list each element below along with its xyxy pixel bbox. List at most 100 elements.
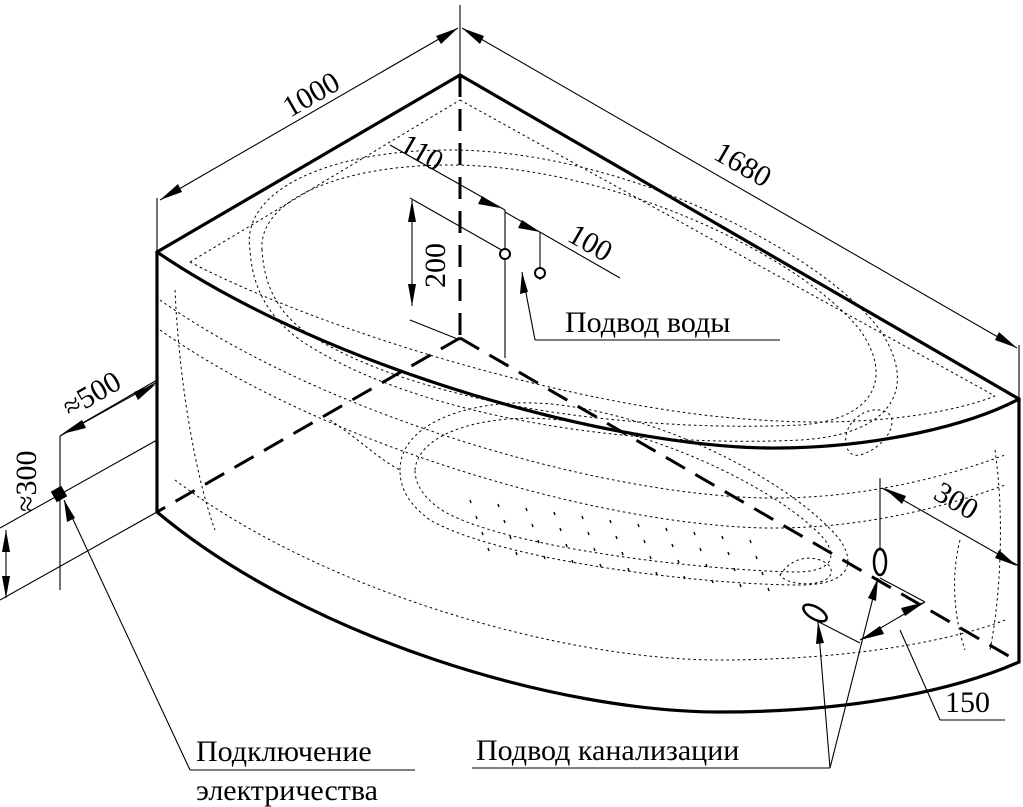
ext-line-150-left [814,619,861,644]
jet-dot [515,551,518,556]
jet-dot [665,527,668,532]
power-socket-icon [50,485,68,503]
water-inlet-1 [499,248,511,260]
floor-transition-left [329,419,401,471]
arrow-500-left [62,420,86,434]
leader-150 [899,629,941,721]
base-front-curve [155,510,1021,714]
jet-dot [571,559,574,564]
arrow-200-top [408,200,416,222]
power-dims: ≈500 ≈300 Подключение электричества [0,365,415,807]
jet-dot [565,543,568,548]
dim-line-1000 [159,27,459,201]
drain-outlet-2 [802,603,828,623]
arrow-200-bottom [408,284,416,306]
handle-outline [845,409,893,456]
label-100: 100 [563,217,618,268]
ext-line-200-bottom [409,319,461,341]
label-drain: Подвод канализации [476,734,739,767]
jet-dot [581,515,584,520]
leader-arrow-drain-2 [868,578,878,601]
dim-line-1680 [461,27,1018,349]
apron-curve-2 [159,329,1006,529]
jet-dot [587,531,590,536]
leader-arrow-water [520,272,528,294]
leader-arrow-drain-1 [816,622,824,644]
jet-dot [655,571,658,576]
jet-dot [609,519,612,524]
apron-curve-1 [159,299,1006,499]
jet-dot [543,555,546,560]
drain-outlet-1 [872,547,888,577]
label-water-supply: Подвод воды [565,306,730,339]
tub-outline [155,73,1021,714]
jet-pattern [469,499,770,592]
arrow-300-drain-right [995,550,1017,566]
back-right-hidden [459,336,1020,664]
jet-dot [637,523,640,528]
hidden-edges [156,75,1020,664]
jet-dot [487,547,490,552]
dim-line-300-drain [881,487,1020,567]
arrow-1000-left [160,184,182,200]
jet-dot [705,563,708,568]
label-power-line1: Подключение [196,735,372,768]
jet-dot [497,503,500,508]
arrow-500-right [134,384,156,400]
rim-inner-dotted [189,261,996,423]
arrow-1680-right [995,332,1017,348]
overflow-outline [779,557,832,585]
label-1000: 1000 [277,65,345,124]
arrow-300-drain-left [884,488,906,504]
basin-oval-inner [261,164,877,427]
rim-left-dotted [189,99,461,263]
jet-dot [481,531,484,536]
jet-dot [503,519,506,524]
jet-dot [553,511,556,516]
basin-oval-outer [248,149,898,442]
jet-dot [671,543,674,548]
ext-line-500-front [0,439,158,529]
back-left-hidden [156,336,461,514]
jet-dot [475,515,478,520]
ext-line-300-bottom [0,511,158,601]
inner-contours [159,99,1006,661]
jet-dot [621,551,624,556]
ext-line-200-top [409,197,506,253]
label-1680: 1680 [709,135,777,194]
jet-dot [727,551,730,556]
label-110: 110 [395,127,450,178]
leader-arrow-power [64,500,75,522]
apron-left-dotted [174,289,216,531]
leader-power [63,499,191,771]
arrow-300-top [2,530,10,552]
ext-line-150-right [879,577,926,603]
jet-dot [699,547,702,552]
label-300-power: ≈300 [10,451,43,512]
jet-dot [677,559,680,564]
jet-dot [733,567,736,572]
jet-dot [683,575,686,580]
arrow-150-right [901,602,925,616]
arrow-1680-left [462,28,484,44]
jet-dot [755,555,758,560]
jet-dot [721,535,724,540]
arrow-110 [478,196,500,208]
arrow-150-left [860,626,884,640]
rim-left-edge [155,73,462,254]
jet-dot [643,539,646,544]
jet-dot [627,567,630,572]
apron-curve-3 [174,479,1006,661]
jet-dot [615,535,618,540]
jet-dot [693,531,696,536]
arrow-300-bottom [2,576,10,598]
label-200: 200 [419,243,452,288]
jet-dot [649,555,652,560]
jet-dot [531,523,534,528]
arrow-1000-right [436,28,458,44]
water-inlet-2 [534,267,546,279]
drain-dims: 300 150 Подвод канализации [472,475,1020,769]
label-150: 150 [945,686,990,719]
